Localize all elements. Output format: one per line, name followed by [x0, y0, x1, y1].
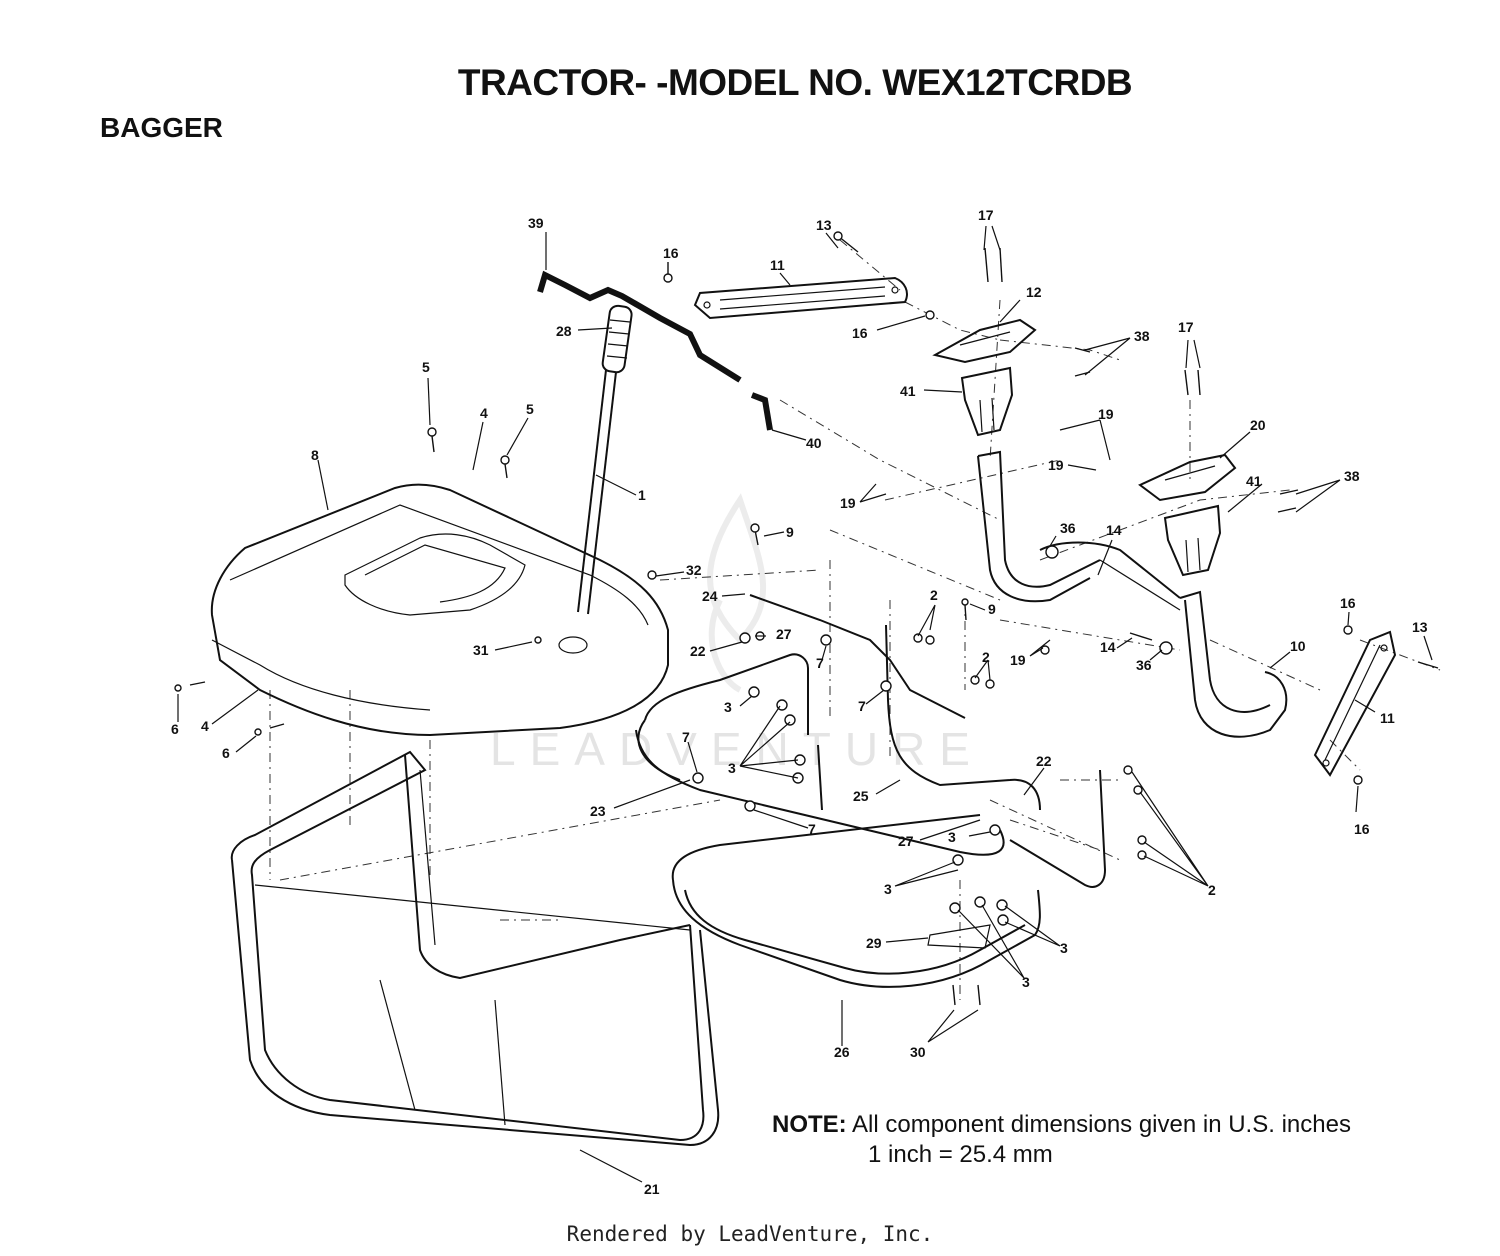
callout-19: 19 — [1010, 652, 1026, 668]
callout-6: 6 — [171, 721, 179, 737]
callout-8: 8 — [311, 447, 319, 463]
callout-2: 2 — [1208, 882, 1216, 898]
callout-3: 3 — [724, 699, 732, 715]
callout-12: 12 — [1026, 284, 1042, 300]
mount-frame-part — [977, 450, 1288, 738]
callout-2: 2 — [982, 649, 990, 665]
callout-40: 40 — [806, 435, 822, 451]
hopper-cover-part — [210, 483, 669, 737]
callout-21: 21 — [644, 1181, 660, 1197]
dimensions-note: NOTE: All component dimensions given in … — [772, 1110, 1351, 1168]
strap-top-part — [693, 276, 908, 320]
support-rod-part — [537, 270, 773, 431]
callout-3: 3 — [1022, 974, 1030, 990]
section-heading: BAGGER — [100, 112, 223, 143]
callout-17: 17 — [978, 207, 994, 223]
callout-16: 16 — [1340, 595, 1356, 611]
callout-7: 7 — [816, 655, 824, 671]
lift-handle-part — [577, 304, 633, 615]
callout-27: 27 — [776, 626, 792, 642]
callout-24: 24 — [702, 588, 718, 604]
bracket-20-part — [1138, 453, 1237, 502]
callout-32: 32 — [686, 562, 702, 578]
bracket-12-part — [932, 318, 1037, 364]
bag-frame-26-part — [671, 769, 1107, 988]
callout-3: 3 — [884, 881, 892, 897]
callout-38: 38 — [1134, 328, 1150, 344]
callout-26: 26 — [834, 1044, 850, 1060]
callout-3: 3 — [728, 760, 736, 776]
callout-4: 4 — [480, 405, 488, 421]
callout-39: 39 — [528, 215, 544, 231]
callout-13: 13 — [1412, 619, 1428, 635]
rod-25-part — [749, 594, 1041, 811]
callout-10: 10 — [1290, 638, 1306, 654]
note-line-2: 1 inch = 25.4 mm — [868, 1141, 1053, 1168]
callout-16: 16 — [1354, 821, 1370, 837]
strap-right-part — [1313, 630, 1397, 777]
page-title: TRACTOR- -MODEL NO. WEX12TCRDB — [457, 62, 1133, 103]
callout-31: 31 — [473, 642, 489, 658]
callout-41: 41 — [1246, 473, 1262, 489]
callout-22: 22 — [1036, 753, 1052, 769]
grass-bag-part — [230, 750, 720, 1147]
note-label: NOTE: — [772, 1111, 847, 1138]
callout-9: 9 — [786, 524, 794, 540]
callout-leaders — [177, 225, 1433, 1183]
callout-1: 1 — [638, 487, 646, 503]
callout-14: 14 — [1100, 639, 1116, 655]
callout-labels: 39 16 13 11 17 12 28 16 38 17 5 41 4 5 4… — [171, 207, 1428, 1197]
callout-2: 2 — [930, 587, 938, 603]
callout-17: 17 — [1178, 319, 1194, 335]
callout-7: 7 — [808, 821, 816, 837]
callout-38: 38 — [1344, 468, 1360, 484]
callout-3: 3 — [1060, 940, 1068, 956]
callout-36: 36 — [1136, 657, 1152, 673]
clamp-41-upper-part — [960, 366, 1014, 437]
callout-19: 19 — [1098, 406, 1114, 422]
callout-36: 36 — [1060, 520, 1076, 536]
callout-27: 27 — [898, 833, 914, 849]
fastener-hardware — [174, 231, 1439, 1006]
callout-16: 16 — [852, 325, 868, 341]
callout-11: 11 — [770, 257, 785, 273]
callout-20: 20 — [1250, 417, 1266, 433]
callout-5: 5 — [422, 359, 430, 375]
bag-frame-23-part — [635, 653, 1005, 856]
callout-4: 4 — [201, 718, 209, 734]
plate-29-part — [927, 924, 991, 949]
note-line-1: All component dimensions given in U.S. i… — [852, 1111, 1351, 1138]
callout-13: 13 — [816, 217, 832, 233]
callout-6: 6 — [222, 745, 230, 761]
callout-14: 14 — [1106, 522, 1122, 538]
callout-11: 11 — [1380, 710, 1395, 726]
callout-16: 16 — [663, 245, 679, 261]
callout-9: 9 — [988, 601, 996, 617]
callout-22: 22 — [690, 643, 706, 659]
callout-7: 7 — [682, 729, 690, 745]
callout-29: 29 — [866, 935, 882, 951]
callout-41: 41 — [900, 383, 916, 399]
callout-25: 25 — [853, 788, 869, 804]
callout-28: 28 — [556, 323, 572, 339]
callout-19: 19 — [1048, 457, 1064, 473]
footer-credit: Rendered by LeadVenture, Inc. — [566, 1222, 934, 1246]
clamp-41-lower-part — [1163, 504, 1222, 577]
callout-19: 19 — [840, 495, 856, 511]
callout-23: 23 — [590, 803, 606, 819]
callout-7: 7 — [858, 698, 866, 714]
assembly-guide-lines — [269, 239, 1441, 1000]
callout-3: 3 — [948, 829, 956, 845]
callout-5: 5 — [526, 401, 534, 417]
callout-30: 30 — [910, 1044, 926, 1060]
